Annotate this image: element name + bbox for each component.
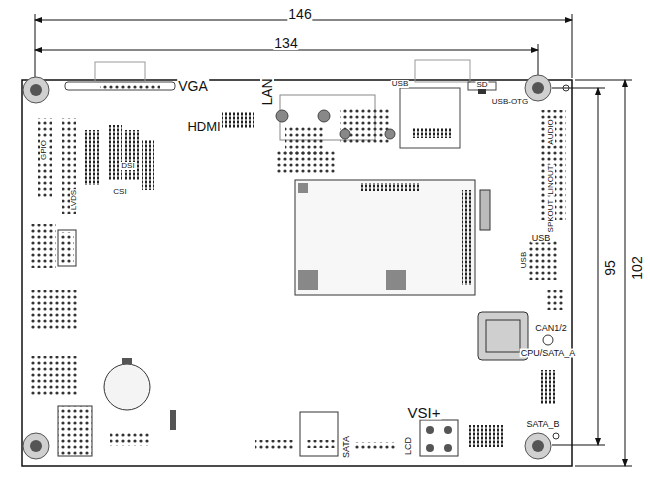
connector-label: SATA_B <box>525 420 560 429</box>
dimension-value: 102 <box>630 255 644 280</box>
connector-label: SATA <box>342 435 351 459</box>
connector-label: CAN1/2 <box>534 324 568 333</box>
dimension-value: 146 <box>287 7 312 21</box>
connector-label: LAN <box>260 77 274 106</box>
connector-label: VGA <box>177 79 209 93</box>
connector-label: LVDS <box>70 189 78 211</box>
connector-label: DSI <box>120 162 135 170</box>
dimension-value: 134 <box>273 36 298 50</box>
connector-label: SD <box>475 81 488 89</box>
connector-label: LCD <box>404 436 413 456</box>
connector-label: VSI+ <box>407 405 442 420</box>
connector-label: GPIO <box>40 139 48 161</box>
connector-label: AUDIO <box>547 118 555 145</box>
connector-label: USB-OTG <box>491 98 529 106</box>
connector-label: USB <box>391 80 409 88</box>
connector-label: SPKOUT <box>547 199 555 234</box>
dimension-value: 95 <box>603 259 617 277</box>
connector-label: HDMI <box>186 120 221 133</box>
connector-label: CSI <box>112 188 127 196</box>
connector-label: USB <box>531 234 552 243</box>
connector-label: LINOUT <box>547 164 555 195</box>
connector-label: CPU/SATA_A <box>520 349 577 358</box>
connector-label: USB <box>520 251 528 269</box>
